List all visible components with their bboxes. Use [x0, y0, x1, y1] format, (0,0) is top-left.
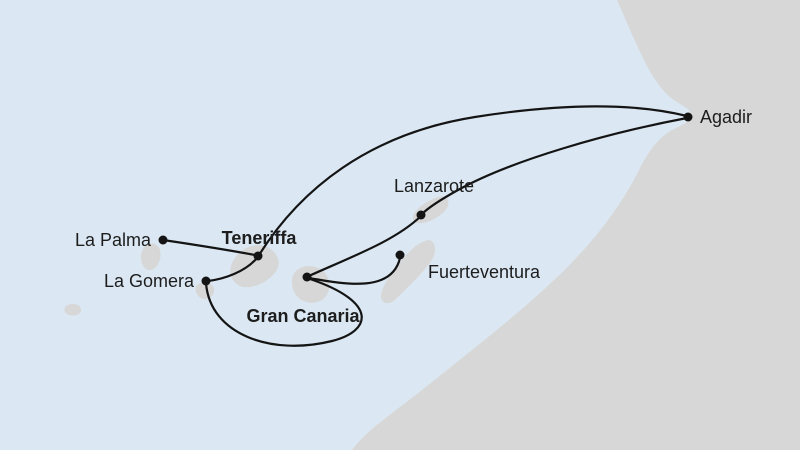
- route-lanzarote-gran-canaria: [309, 214, 423, 277]
- port-label-lanzarote: Lanzarote: [394, 176, 474, 196]
- port-label-gran-canaria: Gran Canaria: [246, 306, 360, 326]
- la-gomera-island: [195, 282, 215, 300]
- port-dot-la-palma: [158, 235, 168, 245]
- port-dot-fuerteventura: [395, 250, 405, 260]
- port-dot-agadir: [683, 112, 693, 122]
- el-hierro-island: [64, 303, 82, 316]
- fuerteventura-island: [380, 240, 436, 304]
- landmasses-group: [64, 0, 800, 450]
- la-palma-island: [140, 243, 161, 271]
- port-label-fuerteventura: Fuerteventura: [428, 262, 541, 282]
- port-label-teneriffa: Teneriffa: [222, 228, 298, 248]
- route-la-palma-teneriffa: [161, 238, 257, 257]
- route-la-gomera-gran-canaria-loop: [204, 277, 363, 347]
- routes-group: [161, 105, 689, 347]
- port-dots-group: [158, 112, 693, 286]
- port-label-la-palma: La Palma: [75, 230, 152, 250]
- route-gran-canaria-fuerteventura: [307, 256, 402, 285]
- port-dot-gran-canaria: [302, 272, 312, 282]
- tenerife-island: [230, 245, 279, 288]
- route-teneriffa-agadir: [257, 105, 689, 257]
- route-teneriffa-la-gomera: [206, 256, 259, 283]
- port-dot-la-gomera: [201, 276, 211, 286]
- port-label-agadir: Agadir: [700, 107, 752, 127]
- route-agadir-lanzarote: [420, 116, 689, 216]
- port-dot-lanzarote: [416, 210, 426, 220]
- african-coast: [352, 0, 800, 450]
- gran-canaria-island: [291, 266, 330, 303]
- port-label-la-gomera: La Gomera: [104, 271, 195, 291]
- port-dot-teneriffa: [253, 251, 263, 261]
